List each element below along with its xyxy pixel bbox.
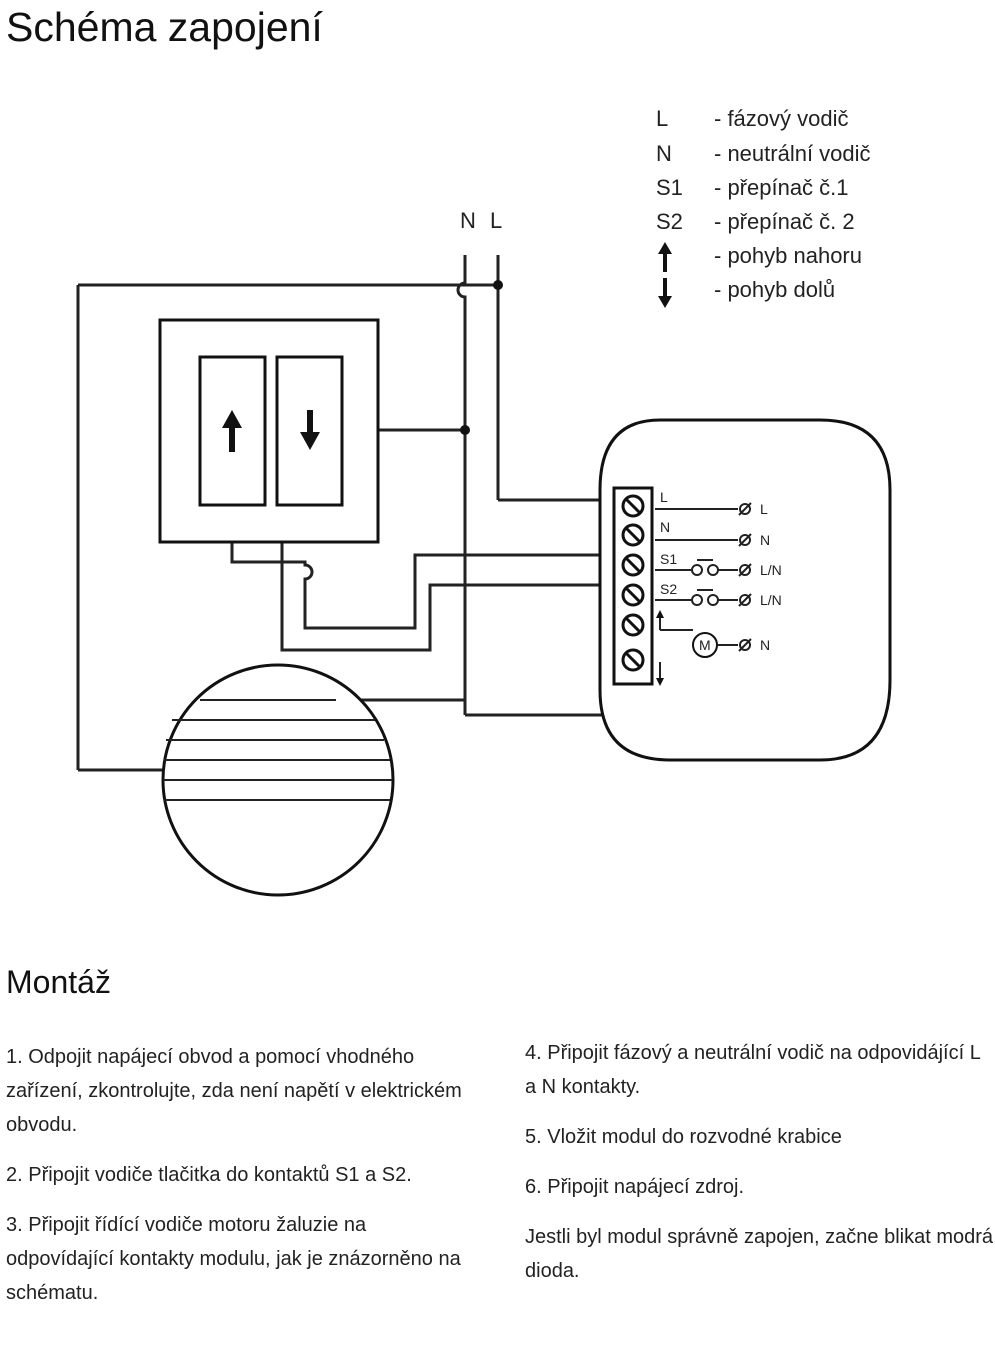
step-text: 3. Připojit řídící vodiče motoru žaluzie… xyxy=(6,1214,461,1304)
legend-desc: - neutrální vodič xyxy=(714,141,871,166)
terminal-label: L xyxy=(660,489,668,505)
legend: L - fázový vodič N - neutrální vodič S1 … xyxy=(656,106,871,308)
arrow-up-icon xyxy=(222,410,242,452)
step-text: 6. Připojit napájecí zdroj. xyxy=(525,1176,745,1198)
legend-desc: - pohyb dolů xyxy=(714,277,835,302)
blind-motor xyxy=(161,663,395,897)
page-title: Schéma zapojení xyxy=(6,4,323,50)
output-label: L xyxy=(760,501,768,517)
legend-desc: - fázový vodič xyxy=(714,106,849,131)
output-label: N xyxy=(760,637,770,653)
steps-left: 1. Odpojit napájecí obvod a pomocí vhodn… xyxy=(6,1040,476,1326)
terminal-label: S2 xyxy=(660,581,677,597)
arrow-down-icon xyxy=(658,278,672,308)
steps-right: 4. Připojit fázový a neutrální vodič na … xyxy=(525,1036,995,1304)
step-text: 1. Odpojit napájecí obvod a pomocí vhodn… xyxy=(6,1046,462,1136)
control-module: L N S1 S2 M xyxy=(598,418,892,762)
step-text: 4. Připojit fázový a neutrální vodič na … xyxy=(525,1042,981,1098)
motor-label: M xyxy=(699,637,711,653)
legend-key: L xyxy=(656,106,668,131)
wiring-diagram: L - fázový vodič N - neutrální vodič S1 … xyxy=(76,106,892,897)
output-label: N xyxy=(760,532,770,548)
step-text: Jestli byl modul správně zapojen, začne … xyxy=(525,1226,994,1282)
supply-label-l: L xyxy=(490,208,502,233)
legend-key: S1 xyxy=(656,175,683,200)
arrow-up-icon xyxy=(658,242,672,272)
junction-dot xyxy=(493,280,503,290)
legend-key: S2 xyxy=(656,209,683,234)
step-text: 5. Vložit modul do rozvodné krabice xyxy=(525,1126,842,1148)
terminal-label: N xyxy=(660,519,670,535)
output-label: L/N xyxy=(760,592,782,608)
step-text: 2. Připojit vodiče tlačitka do kontaktů … xyxy=(6,1164,412,1186)
terminal-label: S1 xyxy=(660,551,677,567)
legend-desc: - přepínač č.1 xyxy=(714,175,849,200)
supply-label-n: N xyxy=(460,208,476,233)
legend-desc: - přepínač č. 2 xyxy=(714,209,855,234)
output-label: L/N xyxy=(760,562,782,578)
wall-switch xyxy=(158,318,380,544)
arrow-down-icon xyxy=(300,410,320,450)
legend-desc: - pohyb nahoru xyxy=(714,243,862,268)
terminal-screws xyxy=(621,494,645,672)
junction-dot xyxy=(460,425,470,435)
section-title: Montáž xyxy=(6,964,111,1000)
legend-key: N xyxy=(656,141,672,166)
